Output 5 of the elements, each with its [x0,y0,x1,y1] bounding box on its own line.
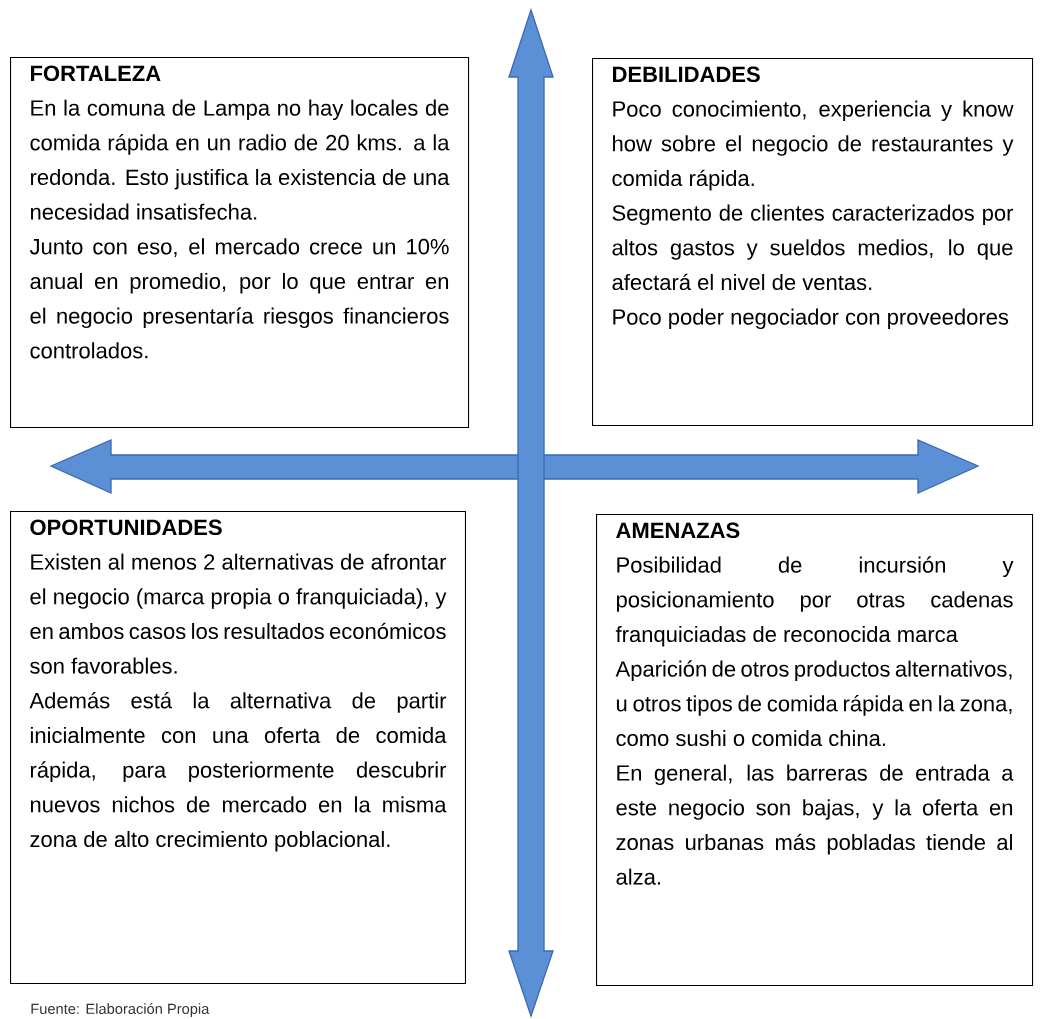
text-box: FORTALEZA En la comuna de Lampa no hay locales de comida rápida en un radio de 20 kms. a la redonda. Esto justifica la existencia de una necesidad insatisfecha. Junto con eso, el mercado crece un 10% anual en promedio, por lo que entrar en el negocio presentaría riesgos financieros controlados. [10,57,470,429]
caption: Fuente: Elaboración Propia [31,1003,210,1017]
text-box: OPORTUNIDADES Existen al menos 2 alternativas de afrontar el negocio (marca propia o franquiciada), y en ambos casos los resultados económicos son favorables. Además está la alternativa de partir inicialmente con una oferta de comida rápida, para posteriormente descubrir nuevos nichos de mercado en la misma zona de alto crecimiento poblacional. [10,511,466,985]
text-box: AMENAZAS Posibilidad de incursión y posicionamiento por otras cadenas franquiciadas de reconocida marca Aparición de otros productos alternativos, u otros tipos de comida rápida en la zona, como sushi o comida china. En general, las barreras de entrada a este negocio son bajas, y la oferta en zonas urbanas más pobladas tiende al alza. [596,514,1034,986]
text-box: DEBILIDADES Poco conocimiento, experiencia y know how sobre el negocio de restaurantes y comida rápida. Segmento de clientes caracterizados por altos gastos y sueldos medios, lo que afectará el nivel de ventas. Poco poder negociador con proveedores [592,58,1034,426]
